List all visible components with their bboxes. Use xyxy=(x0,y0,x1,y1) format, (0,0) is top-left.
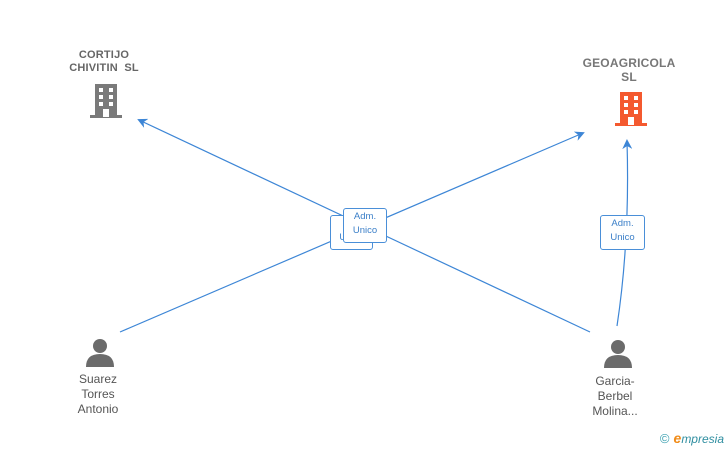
person-name-line3: Antonio xyxy=(77,402,119,416)
company-name-line1: GEOAGRICOLA xyxy=(582,56,676,70)
person-name-line2: Torres xyxy=(81,387,115,401)
company-name-line2: SL xyxy=(621,70,637,84)
building-icon[interactable] xyxy=(89,83,123,119)
copyright-symbol: © xyxy=(659,431,670,446)
relation-badge[interactable]: Adm. Unico xyxy=(600,215,645,250)
person-name-line2: Berbel xyxy=(597,389,633,403)
person-label-garcia[interactable]: Garcia- Berbel Molina... xyxy=(575,374,655,419)
person-label-suarez[interactable]: Suarez Torres Antonio xyxy=(58,372,138,417)
person-name-line1: Garcia- xyxy=(595,374,635,388)
person-icon[interactable] xyxy=(85,337,115,367)
relation-role: Unico xyxy=(352,225,378,236)
relation-badge[interactable]: Adm. Unico xyxy=(343,208,387,243)
relation-type: Adm. xyxy=(353,211,377,222)
person-name-line3: Molina... xyxy=(592,404,638,418)
relation-role: Unico xyxy=(610,232,635,243)
brand-initial: e xyxy=(673,430,682,446)
company-name-line1: CORTIJO xyxy=(78,49,130,61)
person-icon[interactable] xyxy=(603,338,633,368)
building-icon[interactable] xyxy=(614,91,648,127)
brand-footer: ©empresia xyxy=(660,430,724,446)
relation-type: Adm. xyxy=(611,218,634,229)
brand-name: mpresia xyxy=(681,432,724,446)
company-name-line2: CHIVITIN SL xyxy=(69,62,139,74)
company-label-cortijo[interactable]: CORTIJO CHIVITIN SL xyxy=(54,49,154,75)
person-name-line1: Suarez xyxy=(78,372,118,386)
company-label-geoagricola[interactable]: GEOAGRICOLA SL xyxy=(569,56,689,84)
